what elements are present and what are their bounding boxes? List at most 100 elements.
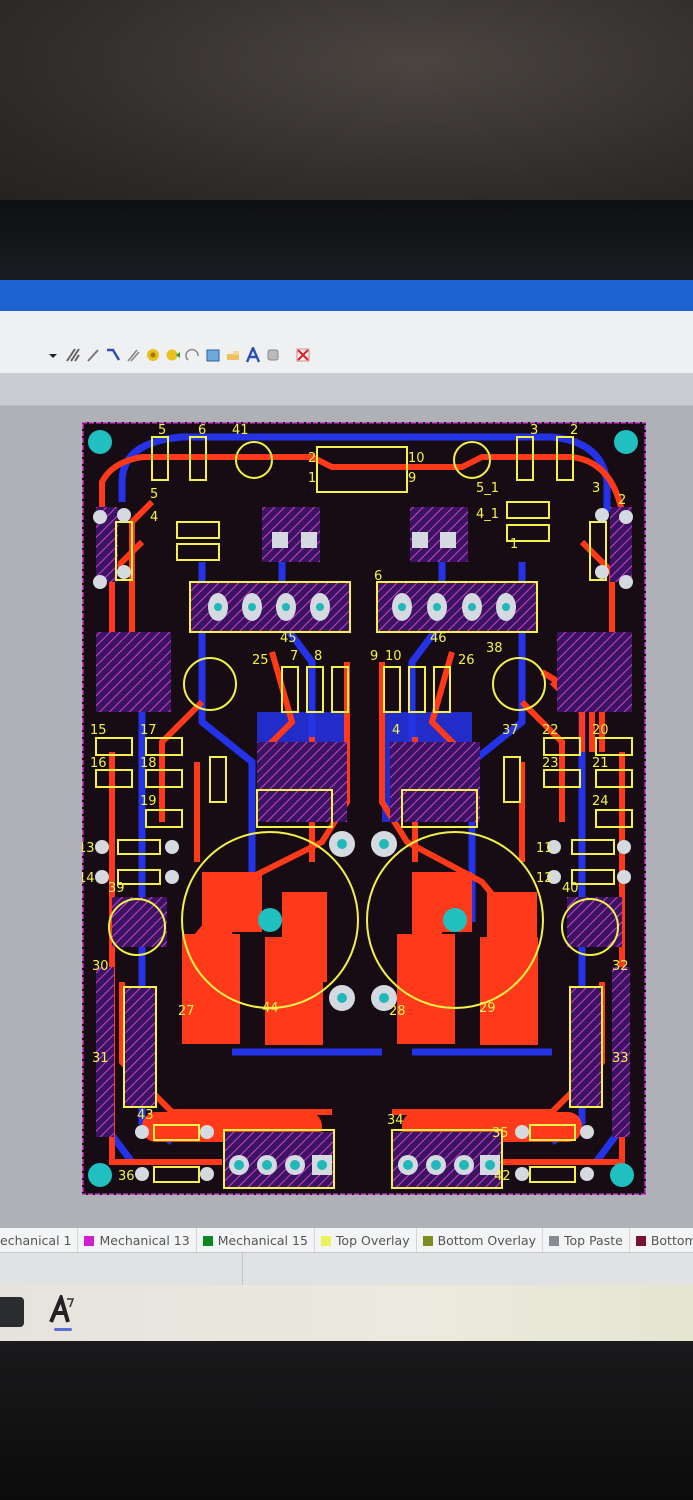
polygon-pour-icon[interactable] <box>65 347 81 363</box>
layer-color-swatch <box>202 1235 213 1246</box>
layer-tab-label: Bottom Overlay <box>437 1233 537 1248</box>
pads <box>93 508 633 1181</box>
designator: 5 <box>150 487 158 502</box>
layer-tab-bottom-paste[interactable]: Bottom Pas <box>630 1228 693 1252</box>
designator: 2 <box>570 423 578 438</box>
arc-icon[interactable] <box>185 347 201 363</box>
toolbar-separator <box>285 347 291 363</box>
designator: 30 <box>92 959 109 974</box>
designator: 22 <box>542 723 559 738</box>
layer-tab-top-paste[interactable]: Top Paste <box>543 1228 630 1252</box>
designator: 43 <box>137 1108 154 1123</box>
altium-app-icon[interactable] <box>48 1292 78 1325</box>
predator-app-icon[interactable] <box>0 1297 24 1327</box>
layer-tab-label: Mechanical 15 <box>217 1233 308 1248</box>
layer-color-swatch <box>320 1235 331 1246</box>
layer-tab-label: Mechanical 13 <box>99 1233 190 1248</box>
layer-color-swatch <box>635 1235 646 1246</box>
layer-tab-label: Bottom Pas <box>650 1233 693 1248</box>
monitor-bezel-top <box>0 200 693 282</box>
designator: 34 <box>387 1113 404 1128</box>
designator: 2 <box>618 493 626 508</box>
designator: 17 <box>140 723 157 738</box>
active-app-indicator <box>54 1328 72 1331</box>
designator: 18 <box>140 756 157 771</box>
multi-route-icon[interactable] <box>125 347 141 363</box>
document-tab-strip <box>0 373 693 406</box>
monitor-bezel-bottom <box>0 1341 693 1500</box>
designator: 3 <box>592 481 600 496</box>
designator: 4_1 <box>476 507 499 522</box>
toolbar <box>0 311 693 373</box>
taskbar <box>0 1285 693 1341</box>
designator: 9 <box>370 649 378 664</box>
designator: 19 <box>140 794 157 809</box>
designator: 25 <box>252 653 269 668</box>
designator: 1 <box>510 537 518 552</box>
layer-color-swatch <box>422 1235 433 1246</box>
status-bar <box>0 1253 693 1285</box>
designator: 13 <box>82 841 95 856</box>
designator: 6 <box>374 569 382 584</box>
designator: 10 <box>385 649 402 664</box>
bottom-layer-traces <box>99 433 629 1165</box>
designator: 39 <box>108 881 125 896</box>
mounting-holes <box>88 430 638 1187</box>
designator: 4 <box>150 510 158 525</box>
designator: 8 <box>314 649 322 664</box>
designator: 15 <box>90 723 107 738</box>
designator: 29 <box>479 1001 496 1016</box>
designator: 4 <box>392 723 400 738</box>
designator: 5_1 <box>476 481 499 496</box>
designator: 1 <box>308 471 316 486</box>
designator: 46 <box>430 631 447 646</box>
window-title-bar[interactable] <box>0 280 693 311</box>
layer-color-swatch <box>84 1235 95 1246</box>
layer-tab-label: Top Paste <box>564 1233 623 1248</box>
designator: 21 <box>592 756 609 771</box>
diff-pair-route-icon[interactable] <box>105 347 121 363</box>
designator: 33 <box>612 1051 629 1066</box>
designator: 11 <box>536 841 553 856</box>
designator: 45 <box>280 631 297 646</box>
designator: 20 <box>592 723 609 738</box>
background-wall <box>0 0 693 205</box>
pcb-board[interactable]: 5 6 41 2 10 1 9 3 2 5 4 5_1 4_1 3 2 1 6 … <box>82 422 646 1195</box>
layer-tab-mechanical-15[interactable]: Mechanical 15 <box>197 1228 315 1252</box>
component-footprints <box>96 507 632 1187</box>
designator: 41 <box>232 423 249 438</box>
dropdown-arrow-icon[interactable] <box>45 347 61 363</box>
layer-tab-mechanical-13[interactable]: Mechanical 13 <box>78 1228 197 1252</box>
designator: 3 <box>530 423 538 438</box>
designator: 5 <box>158 423 166 438</box>
pad-icon[interactable] <box>145 347 161 363</box>
designator: 2 <box>308 451 316 466</box>
designator: 23 <box>542 756 559 771</box>
designator: 35 <box>492 1126 509 1141</box>
layer-tab-label: Top Overlay <box>335 1233 410 1248</box>
via-icon[interactable] <box>165 347 181 363</box>
designator: 32 <box>612 959 629 974</box>
designator: 24 <box>592 794 609 809</box>
designator: 16 <box>90 756 107 771</box>
component-icon[interactable] <box>265 347 281 363</box>
designator: 38 <box>486 641 503 656</box>
designator: 10 <box>408 451 425 466</box>
layer-tab-mechanical-1[interactable]: echanical 1 <box>0 1228 79 1252</box>
fill-icon[interactable] <box>205 347 221 363</box>
designator: 12 <box>536 871 553 886</box>
layer-tab-bottom-overlay[interactable]: Bottom Overlay <box>417 1228 544 1252</box>
designator: 27 <box>178 1004 195 1019</box>
clear-errors-icon[interactable] <box>295 347 311 363</box>
designator: 9 <box>408 471 416 486</box>
layer-tab-label: echanical 1 <box>0 1233 72 1248</box>
layer-tab-top-overlay[interactable]: Top Overlay <box>315 1228 417 1252</box>
designator: 40 <box>562 881 579 896</box>
region-icon[interactable] <box>225 347 241 363</box>
designator: 37 <box>502 723 519 738</box>
layer-color-swatch <box>549 1235 560 1246</box>
designator: 44 <box>262 1001 279 1016</box>
designator: 6 <box>198 423 206 438</box>
interactive-route-icon[interactable] <box>85 347 101 363</box>
string-text-icon[interactable] <box>245 344 261 363</box>
